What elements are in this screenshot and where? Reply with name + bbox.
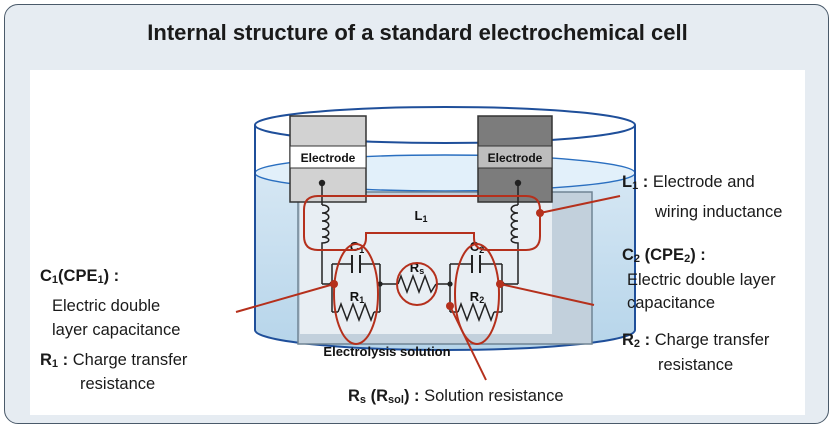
electrode-right	[477, 115, 553, 203]
callout-c1-line2: layer capacitance	[52, 321, 181, 339]
l1-component-label: L1	[415, 208, 428, 224]
rs-component-label: Rs	[410, 260, 424, 276]
r2-component-label: R2	[470, 289, 484, 305]
electrode-right-label: Electrode	[488, 151, 543, 165]
inductor-left-symbol	[321, 204, 330, 251]
callout-l1: L1 : Electrode and	[622, 173, 755, 192]
callout-leaders	[235, 195, 621, 381]
callout-c2-line2: capacitance	[627, 294, 716, 312]
callout-r1-line2: resistance	[80, 375, 156, 393]
electrolysis-solution-label: Electrolysis solution	[323, 344, 450, 359]
resistor-rs-symbol	[397, 273, 437, 295]
electrode-left	[289, 115, 367, 203]
capacitor-c2-symbol	[471, 255, 481, 273]
c1-component-label: C1	[350, 239, 364, 255]
resistor-r2-symbol	[457, 301, 495, 323]
resistor-r1-symbol	[337, 301, 375, 323]
callout-c1-line1: Electric double	[52, 297, 161, 315]
callout-r1: R1 : Charge transfer	[40, 351, 188, 370]
callout-l1-line2: wiring inductance	[655, 203, 783, 221]
callout-rs: Rs (Rsol) : Solution resistance	[348, 387, 564, 406]
callout-r2: R2 : Charge transfer	[622, 331, 770, 350]
capacitor-c1-symbol	[351, 255, 361, 273]
component-highlights	[303, 195, 541, 345]
callout-c2: C2 (CPE2) :	[622, 246, 706, 265]
callout-leader-dots	[330, 209, 544, 310]
inductor-right-symbol	[510, 204, 519, 251]
callout-r2-line2: resistance	[658, 356, 734, 374]
callout-c1: C1(CPE1) :	[40, 267, 120, 286]
diagram-title: Internal structure of a standard electro…	[147, 20, 688, 45]
r1-component-label: R1	[350, 289, 364, 305]
electrode-left-label: Electrode	[301, 151, 356, 165]
callout-c2-line1: Electric double layer	[627, 271, 776, 289]
